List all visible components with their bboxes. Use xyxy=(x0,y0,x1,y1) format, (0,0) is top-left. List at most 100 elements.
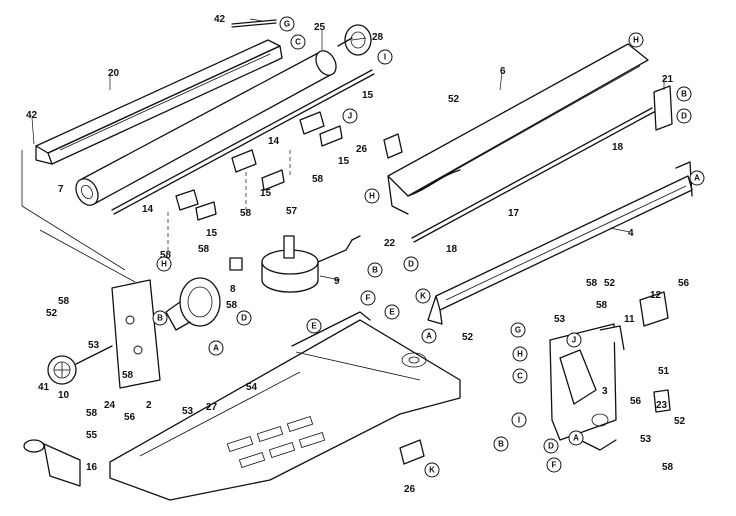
part-number: 58 xyxy=(198,244,210,255)
part-number: 18 xyxy=(612,142,624,153)
part-number: 52 xyxy=(448,94,460,105)
reference-letter: D xyxy=(408,260,414,269)
part-number: 58 xyxy=(122,370,134,381)
part-number: 58 xyxy=(160,250,172,261)
reference-letter: D xyxy=(548,442,554,451)
part-number: 53 xyxy=(182,406,194,417)
part-number: 41 xyxy=(38,382,50,393)
part-number: 58 xyxy=(596,300,608,311)
part-number: 9 xyxy=(334,276,340,287)
roller-bracket-parts xyxy=(167,111,343,252)
part-number: 23 xyxy=(656,400,668,411)
reference-letter: B xyxy=(157,314,163,323)
reference-letter: B xyxy=(372,266,378,275)
reference-letter: A xyxy=(573,434,579,443)
reference-letter: K xyxy=(420,292,426,301)
reference-letter: G xyxy=(515,326,521,335)
part-number: 42 xyxy=(26,110,38,121)
platen-knob xyxy=(47,345,113,385)
part-number: 7 xyxy=(58,184,64,195)
part-number: 52 xyxy=(462,332,474,343)
part-number: 25 xyxy=(314,22,326,33)
platen-frame-assembly xyxy=(21,19,375,283)
leader-lines xyxy=(31,18,665,281)
part-number: 27 xyxy=(206,402,218,413)
part-number: 21 xyxy=(662,74,674,85)
part-number: 16 xyxy=(86,462,98,473)
part-number: 58 xyxy=(240,208,252,219)
reference-letter: A xyxy=(213,344,219,353)
part-number: 18 xyxy=(446,244,458,255)
part-number: 56 xyxy=(678,278,690,289)
part-number: 53 xyxy=(88,340,100,351)
part-number: 20 xyxy=(108,68,120,79)
part-number: 4 xyxy=(628,228,634,239)
part-number: 26 xyxy=(356,144,368,155)
reference-letter: H xyxy=(161,260,167,269)
part-number: 17 xyxy=(508,208,520,219)
feed-motor xyxy=(165,257,243,331)
part-number: 14 xyxy=(268,136,280,147)
base-plate xyxy=(109,279,461,501)
reference-letter: C xyxy=(517,372,523,381)
carriage-motor xyxy=(261,133,403,293)
part-number: 15 xyxy=(260,188,272,199)
part-number: 8 xyxy=(230,284,236,295)
part-number: 56 xyxy=(124,412,136,423)
part-number: 22 xyxy=(384,238,396,249)
part-number: 15 xyxy=(362,90,374,101)
part-number: 51 xyxy=(658,366,670,377)
reference-letter: J xyxy=(348,112,352,121)
part-number: 26 xyxy=(404,484,416,495)
part-number: 58 xyxy=(58,296,70,307)
right-side-frame-assembly xyxy=(549,291,671,451)
part-number: 6 xyxy=(500,66,506,77)
part-number: 52 xyxy=(674,416,686,427)
reference-letter: K xyxy=(429,466,435,475)
reference-letter: I xyxy=(518,416,520,425)
reference-letter: B xyxy=(681,90,687,99)
reference-letter: F xyxy=(552,461,557,470)
reference-letter: D xyxy=(241,314,247,323)
reference-letter: E xyxy=(389,308,395,317)
reference-letters: G C I H B D J H A B D F E K A H B D A xyxy=(152,16,705,478)
part-number: 52 xyxy=(46,308,58,319)
reference-letter: H xyxy=(633,36,639,45)
reference-letter: D xyxy=(681,112,687,121)
part-number: 52 xyxy=(604,278,616,289)
reference-letter: F xyxy=(366,294,371,303)
reference-letter: A xyxy=(426,332,432,341)
sensor-part-26 xyxy=(399,439,425,465)
part-number: 56 xyxy=(630,396,642,407)
part-number: 24 xyxy=(104,400,116,411)
reference-letter: I xyxy=(384,53,386,62)
paper-guide-assembly xyxy=(387,43,693,325)
part-number: 58 xyxy=(86,408,98,419)
reference-letter: A xyxy=(694,174,700,183)
part-number: 54 xyxy=(246,382,258,393)
part-number: 10 xyxy=(58,390,70,401)
part-number: 2 xyxy=(146,400,152,411)
lever-part-16 xyxy=(23,439,81,487)
part-number: 55 xyxy=(86,430,98,441)
part-number: 15 xyxy=(338,156,350,167)
reference-letter: H xyxy=(517,350,523,359)
part-number: 11 xyxy=(624,314,635,325)
part-number: 42 xyxy=(214,14,226,25)
reference-letter: B xyxy=(498,440,504,449)
part-number: 58 xyxy=(312,174,324,185)
part-number: 53 xyxy=(554,314,566,325)
part-number: 15 xyxy=(206,228,218,239)
part-number: 28 xyxy=(372,32,384,43)
part-number: 57 xyxy=(286,206,298,217)
reference-letter: E xyxy=(311,322,317,331)
reference-letter: G xyxy=(284,20,290,29)
part-number: 3 xyxy=(602,386,608,397)
reference-letter: C xyxy=(295,38,301,47)
part-number: 53 xyxy=(640,434,652,445)
part-number: 14 xyxy=(142,204,154,215)
reference-letter: J xyxy=(572,336,576,345)
part-number: 12 xyxy=(650,290,662,301)
reference-letter: H xyxy=(369,192,375,201)
